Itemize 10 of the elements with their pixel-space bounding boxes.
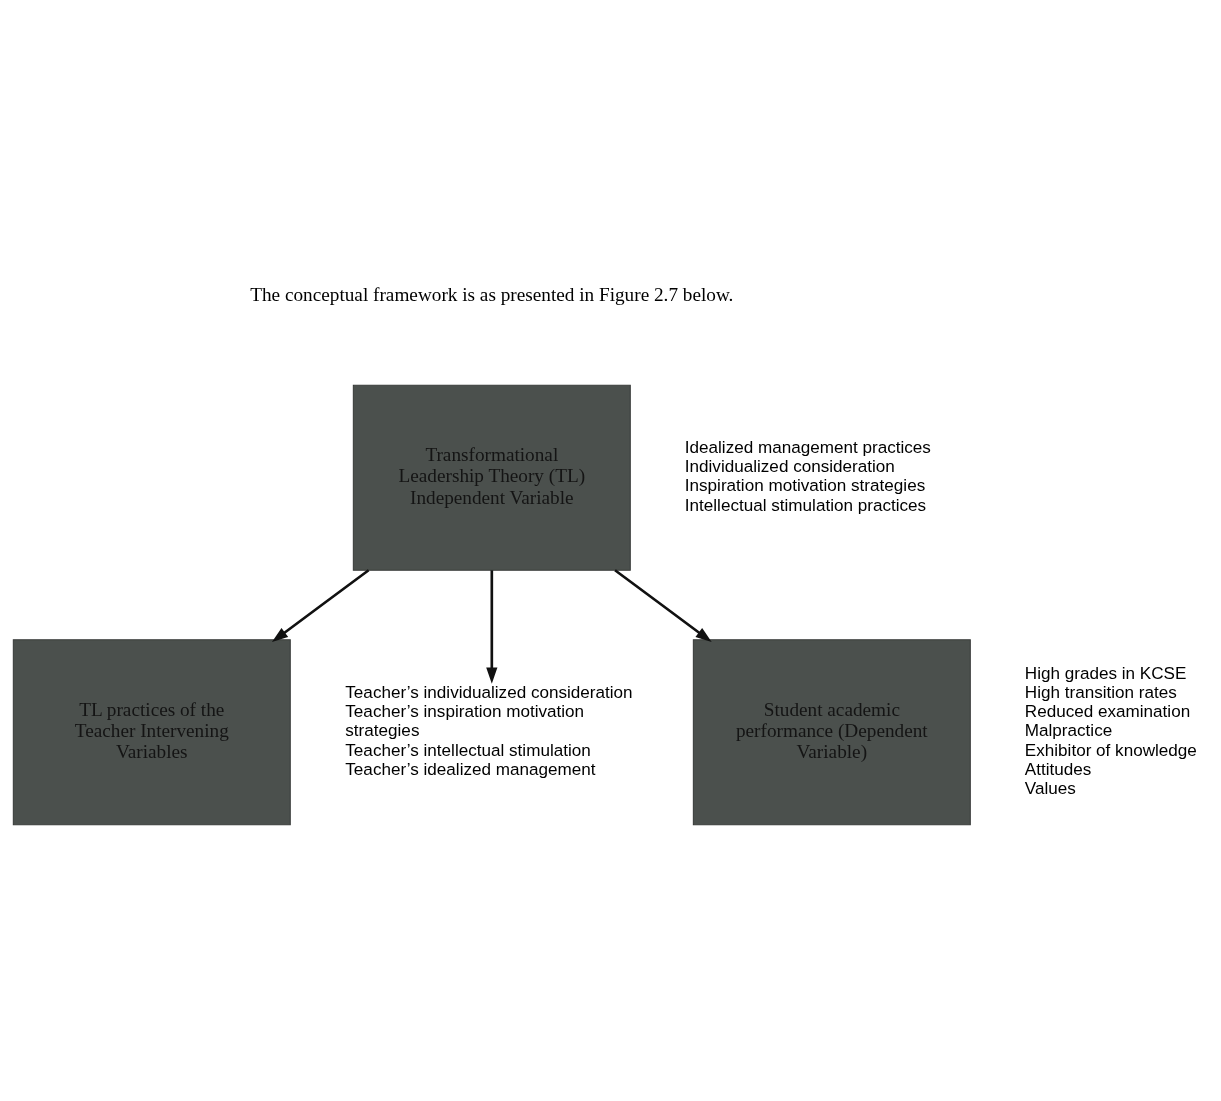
node-text: Teacher’s individualized consideration Teacher’s inspiration motivation strategies Teacher’s intellectual stimulation Teacher’s idealized management [345,682,633,779]
arrow [486,569,498,684]
node-box: Transformational Leadership Theory (TL) Independent Variable [352,384,631,571]
node-box: Student academic performance (Dependent Variable) [692,638,971,825]
label: The conceptual framework is as presented in Figure 2.7 below. [250,283,734,305]
node-text: High grades in KCSE High transition rates Reduced examination Malpractice Exhibitor of knowledge Attitudes Values [1024,663,1197,798]
node-box: TL practices of the Teacher Intervening Variables [12,638,291,825]
arrow [614,568,712,642]
node-text: Idealized management practices Individualized consideration Inspiration motivation strategies Intellectual stimulation practices [684,437,931,515]
arrow [271,568,370,642]
